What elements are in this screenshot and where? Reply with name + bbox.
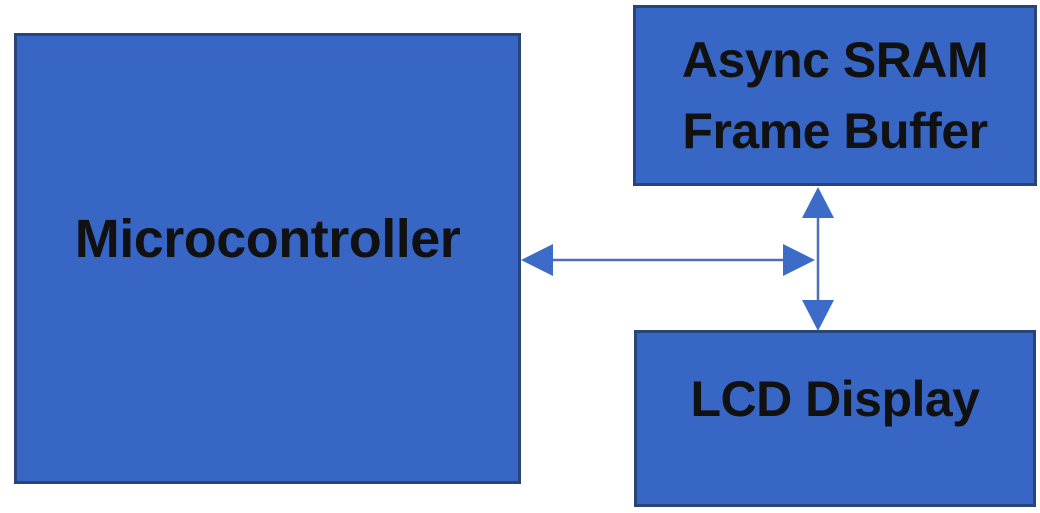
arrowhead-right-icon bbox=[783, 244, 815, 276]
node-frame-buffer-label: Async SRAM Frame Buffer bbox=[681, 31, 989, 159]
arrowhead-down-icon bbox=[802, 300, 834, 331]
arrowhead-left-icon bbox=[521, 244, 553, 276]
node-microcontroller: Microcontroller bbox=[14, 33, 521, 484]
node-lcd-display-label: LCD Display bbox=[690, 370, 980, 427]
node-async-sram-frame-buffer: Async SRAM Frame Buffer bbox=[633, 5, 1037, 186]
node-lcd-display: LCD Display bbox=[634, 330, 1036, 507]
node-microcontroller-label: Microcontroller bbox=[74, 208, 461, 269]
bidirectional-arrow-horizontal bbox=[521, 244, 815, 276]
bidirectional-arrow-vertical bbox=[802, 187, 834, 331]
arrowhead-up-icon bbox=[802, 187, 834, 218]
